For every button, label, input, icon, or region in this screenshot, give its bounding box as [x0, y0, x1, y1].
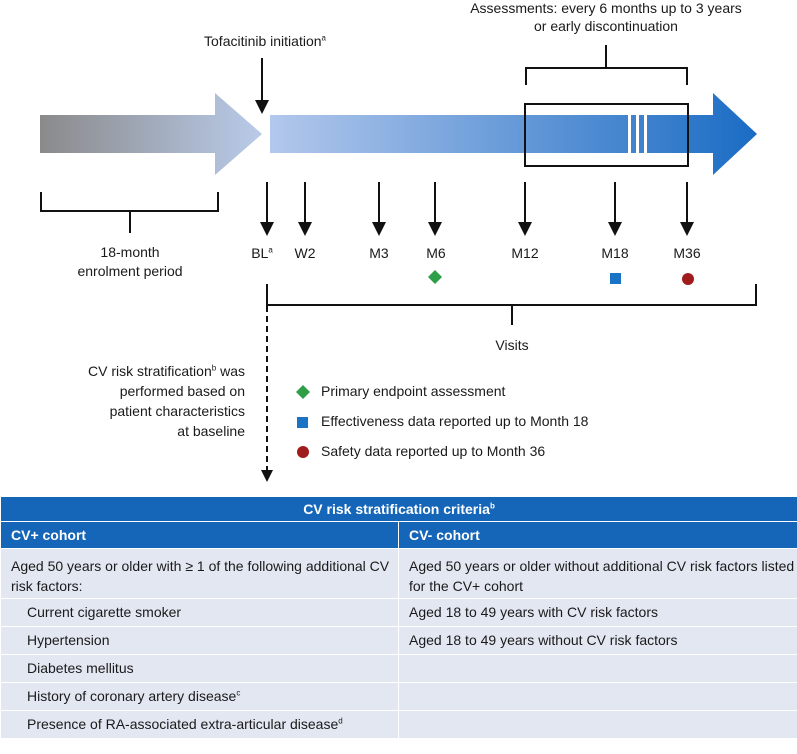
table-cell: [397, 710, 797, 739]
assessments-label-line2: or early discontinuation: [534, 18, 678, 34]
table-cell: Aged 50 years or older with ≥ 1 of the f…: [0, 548, 399, 599]
table-cell: Current cigarette smoker: [0, 598, 399, 627]
table-title: CV risk stratification criteriab: [0, 496, 797, 522]
table-cell: Aged 50 years or older without additiona…: [397, 548, 797, 599]
assessment-stripe: [628, 115, 631, 153]
visit-arrowhead-m36: [680, 222, 694, 236]
circle-icon: [297, 446, 309, 458]
m36-safety-circle: [682, 273, 694, 285]
m6-primary-endpoint-diamond: [428, 270, 442, 284]
assessments-label-line1: Assessments: every 6 months up to 3 year…: [470, 0, 742, 16]
visit-label-m18: M18: [601, 245, 629, 261]
enrolment-label-line2: enrolment period: [77, 263, 183, 279]
assessment-window-box: [524, 103, 689, 167]
enrolment-label-line1: 18-month: [100, 244, 160, 260]
baseline-dashed-arrowhead: [261, 470, 273, 482]
diamond-icon: [296, 385, 310, 399]
visit-label-w2: W2: [294, 245, 316, 261]
treatment-arrow: [270, 93, 757, 175]
visit-arrowhead-m18: [608, 222, 622, 236]
enrolment-arrow: [40, 93, 262, 175]
assessment-stripe: [636, 115, 639, 153]
visit-label-m3: M3: [369, 245, 389, 261]
cv-note-line1: CV risk stratificationb was: [88, 363, 245, 379]
visits-label: Visits: [495, 337, 529, 353]
visit-label-m6: M6: [426, 245, 446, 261]
visit-arrows: [260, 182, 694, 236]
legend-label: Primary endpoint assessment: [321, 383, 506, 399]
table-cell: Hypertension: [0, 626, 399, 655]
table-cell: Aged 18 to 49 years with CV risk factors: [397, 598, 797, 627]
visit-arrowhead-bl: [260, 222, 274, 236]
cv-note-line2: performed based on: [119, 383, 245, 399]
cv-note-line3: patient characteristics: [109, 403, 245, 419]
visit-label-bl: BLa: [251, 245, 273, 261]
assessment-stripe: [644, 115, 647, 153]
square-icon: [297, 417, 308, 428]
assessments-bracket: [525, 45, 688, 85]
enrolment-bracket: [40, 192, 219, 233]
visits-bracket: [266, 284, 757, 325]
cv-note-line4: at baseline: [177, 423, 245, 439]
visit-label-m12: M12: [511, 245, 539, 261]
m18-effectiveness-square: [610, 273, 621, 284]
legend-label: Effectiveness data reported up to Month …: [321, 413, 589, 429]
study-timeline-diagram: [40, 45, 757, 482]
table-cell: Presence of RA-associated extra-articula…: [0, 710, 399, 739]
visit-arrowhead-m6: [428, 222, 442, 236]
initiation-arrowhead: [255, 100, 269, 114]
cv-plus-cohort-header: CV+ cohort: [0, 521, 399, 549]
visit-arrowhead-m3: [372, 222, 386, 236]
table-cell: [397, 682, 797, 711]
visit-arrowhead-w2: [298, 222, 312, 236]
legend-label: Safety data reported up to Month 36: [321, 443, 546, 459]
visit-label-m36: M36: [673, 245, 701, 261]
table-cell: Aged 18 to 49 years without CV risk fact…: [397, 626, 797, 655]
table-cell: History of coronary artery diseasec: [0, 682, 399, 711]
cv-risk-criteria-table: CV risk stratification criteriab CV+ coh…: [0, 496, 797, 739]
cv-minus-cohort-header: CV- cohort: [397, 521, 797, 549]
table-cell: Diabetes mellitus: [0, 654, 399, 683]
tofacitinib-initiation-label: Tofacitinib initiationa: [204, 33, 326, 49]
table-cell: [397, 654, 797, 683]
visit-arrowhead-m12: [518, 222, 532, 236]
